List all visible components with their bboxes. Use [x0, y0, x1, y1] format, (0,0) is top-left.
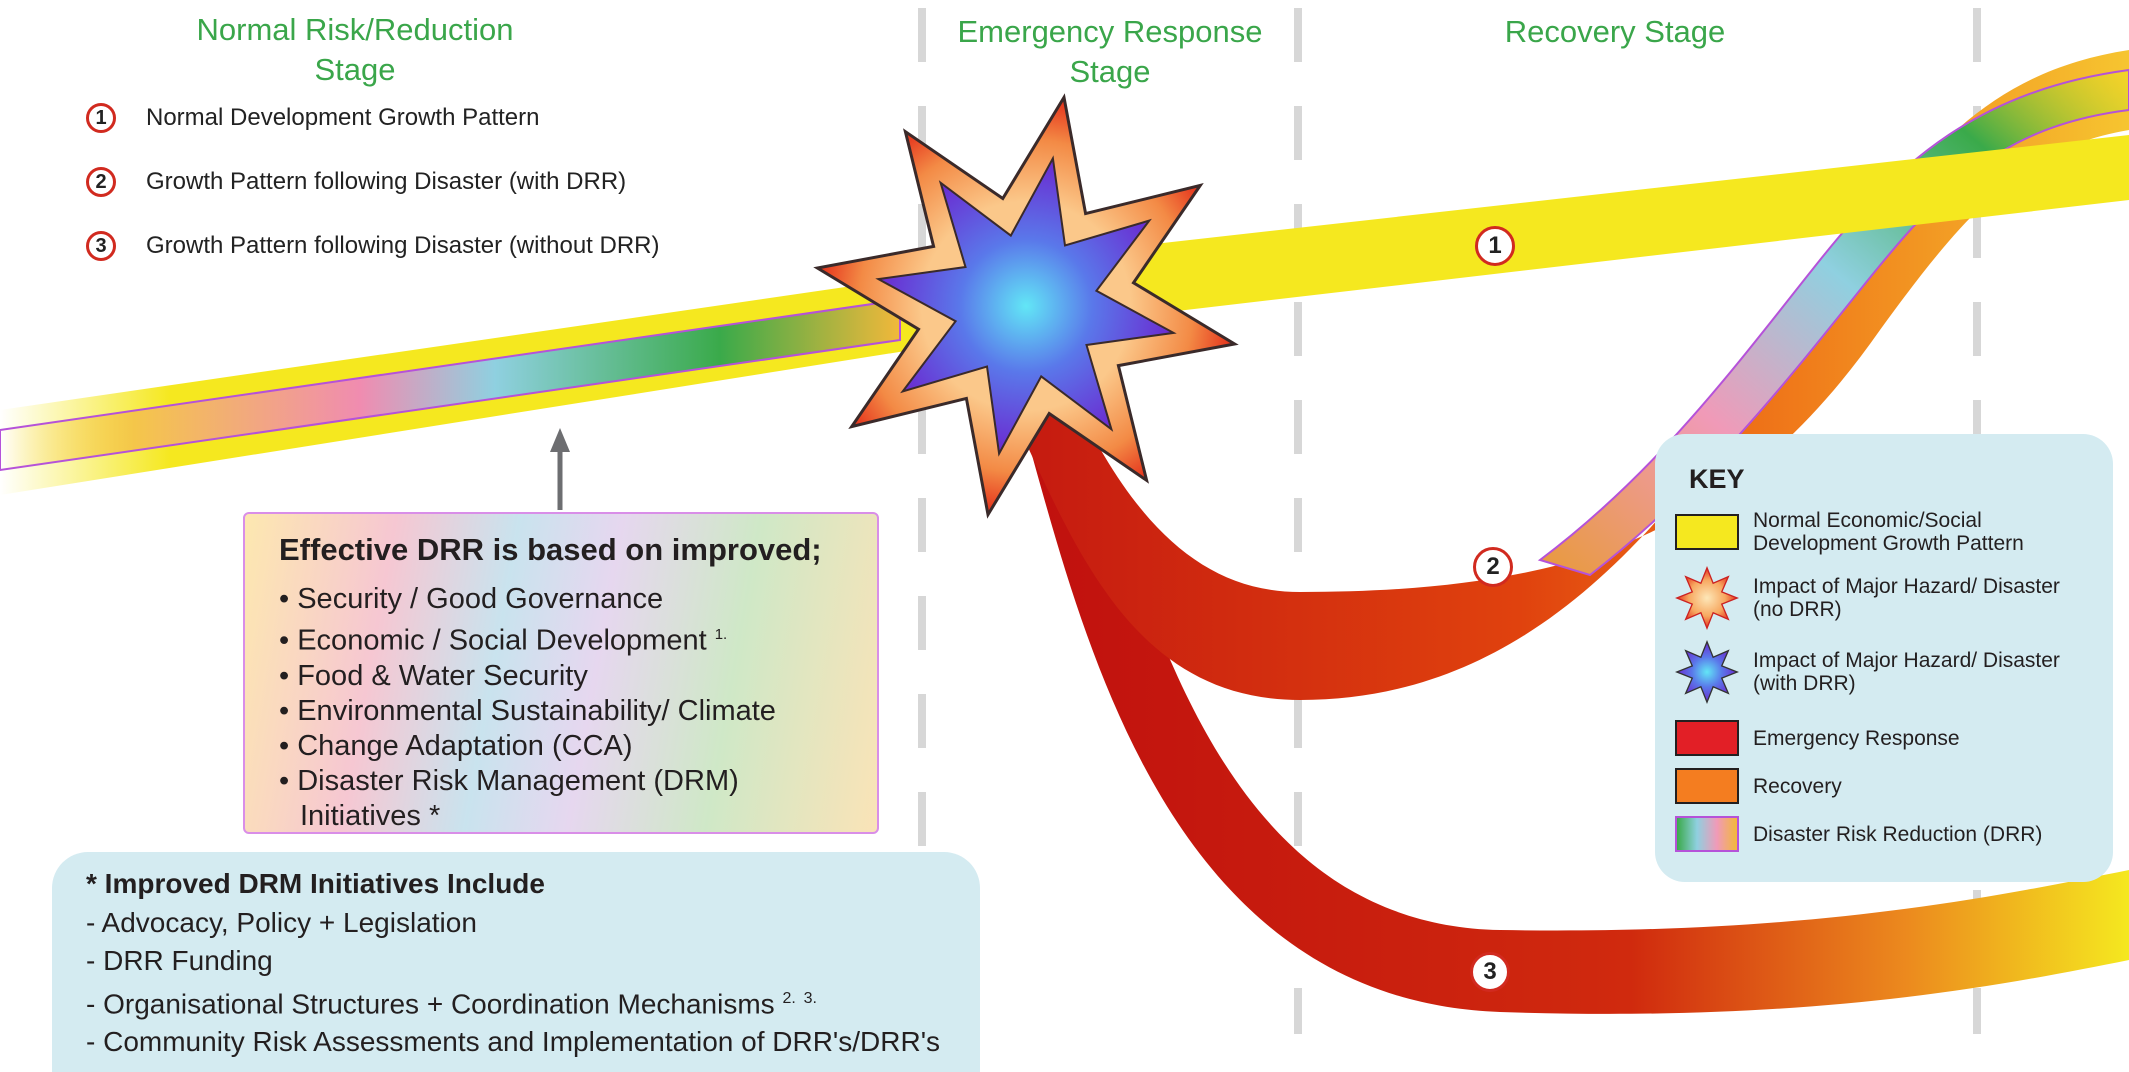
drr-item: • Environmental Sustainability/ Climate — [279, 694, 776, 727]
key-item: Impact of Major Hazard/ Disaster(with DR… — [1674, 636, 2105, 708]
stage-title-emergency-line2: Stage — [1069, 54, 1151, 89]
drr-item: • Security / Good Governance — [279, 583, 664, 615]
path-1-marker: 1 — [1475, 226, 1515, 266]
key-item: Recovery — [1675, 768, 2105, 804]
orange-swatch — [1675, 768, 1739, 804]
legend-item: 3 Growth Pattern following Disaster (wit… — [86, 226, 660, 266]
key-item: Impact of Major Hazard/ Disaster(no DRR) — [1674, 562, 2105, 634]
drr-item: • Economic / Social Development 1. — [279, 624, 728, 657]
path-3-marker: 3 — [1470, 952, 1510, 992]
stage-title-emergency: Emergency Response Stage — [940, 12, 1280, 92]
legend-item: 1 Normal Development Growth Pattern — [86, 98, 660, 138]
drr-box-title: Effective DRR is based on improved; — [279, 532, 822, 567]
key-label: Impact of Major Hazard/ Disaster(no DRR) — [1753, 575, 2060, 621]
arrow-up — [550, 428, 570, 510]
disaster-star — [813, 93, 1239, 519]
drr-gradient-swatch — [1675, 816, 1739, 852]
legend-label: Growth Pattern following Disaster (with … — [146, 168, 627, 195]
key-label: Emergency Response — [1753, 726, 1960, 750]
blue-star-icon — [1674, 636, 1740, 708]
drr-item-text: Change Adaptation (CCA) — [297, 729, 633, 762]
drr-item: Initiatives * — [279, 799, 877, 834]
drr-item-text: Initiatives * — [300, 799, 441, 832]
path-3-band — [1022, 390, 2129, 1014]
key-label: Recovery — [1753, 774, 1842, 798]
drr-item: • Food & Water Security — [279, 659, 588, 692]
drm-item: - Advocacy, Policy + Legislation — [86, 907, 477, 938]
drm-item: - Organisational Structures + Coordinati… — [86, 980, 980, 1023]
yellow-band-swatch — [1675, 514, 1739, 550]
legend-label: Normal Development Growth Pattern — [146, 104, 540, 131]
drr-item-text: Food & Water Security — [297, 659, 588, 692]
path-2-marker: 2 — [1473, 547, 1513, 587]
key-item: Emergency Response — [1675, 720, 2105, 756]
drr-band-left — [0, 298, 901, 472]
drr-item-text: Economic / Social Development — [297, 624, 707, 657]
stage-title-recovery: Recovery Stage — [1504, 14, 1726, 49]
effective-drr-box: Effective DRR is based on improved; • Se… — [243, 512, 879, 834]
drr-item-text: Disaster Risk Management (DRM) — [297, 764, 739, 797]
footnote-marker: 1. — [714, 626, 728, 643]
stage-title-emergency-line1: Emergency Response — [957, 14, 1263, 49]
key-item: Disaster Risk Reduction (DRR) — [1675, 816, 2105, 852]
drm-initiatives-box: * Improved DRM Initiatives Include - Adv… — [52, 852, 980, 1072]
drm-item-text: - Organisational Structures + Coordinati… — [86, 988, 775, 1020]
orange-star-icon — [1674, 562, 1740, 634]
key-label: Impact of Major Hazard/ Disaster(with DR… — [1753, 649, 2060, 695]
number-badge: 3 — [86, 231, 116, 261]
drr-item-text: Security / Good Governance — [297, 583, 664, 615]
drm-item: - Community Risk Assessments and Impleme… — [86, 1026, 941, 1058]
key-title: KEY — [1689, 464, 1745, 494]
key-label: Disaster Risk Reduction (DRR) — [1753, 822, 2043, 846]
drm-item: - DRR Funding — [86, 945, 273, 976]
red-swatch — [1675, 720, 1739, 756]
drr-item: • Change Adaptation (CCA) — [279, 729, 633, 762]
footnote-marker: 3. — [803, 990, 817, 1007]
stage-title-normal: Normal Risk/Reduction Stage — [196, 12, 514, 87]
growth-pattern-legend: 1 Normal Development Growth Pattern 2 Gr… — [86, 98, 660, 290]
drr-item-text: Environmental Sustainability/ Climate — [297, 694, 776, 727]
number-badge: 2 — [86, 167, 116, 197]
legend-item: 2 Growth Pattern following Disaster (wit… — [86, 162, 660, 202]
number-badge: 1 — [86, 103, 116, 133]
drm-box-title: * Improved DRM Initiatives Include — [86, 868, 545, 899]
footnote-marker: 2. — [782, 990, 796, 1007]
disaster-star-inner — [875, 155, 1177, 457]
drr-item: • Disaster Risk Management (DRM) — [279, 764, 739, 797]
legend-label: Growth Pattern following Disaster (witho… — [146, 232, 660, 259]
